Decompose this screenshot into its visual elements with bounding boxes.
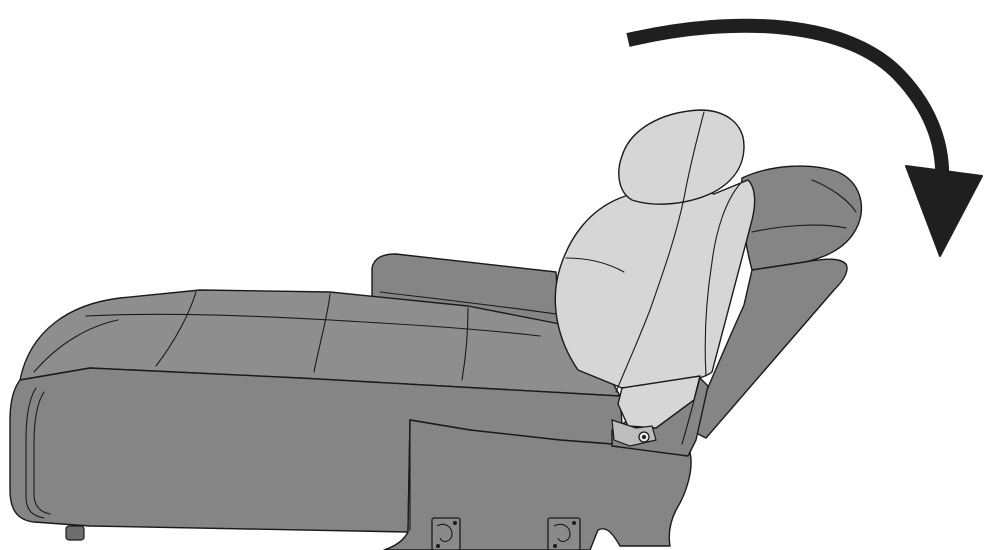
rear-backrest-top-cushion [741, 166, 861, 270]
mounting-bracket-icon [432, 518, 460, 550]
arrow-head [906, 166, 982, 256]
front-foot [66, 526, 84, 540]
mounting-bracket-icon [548, 518, 580, 550]
